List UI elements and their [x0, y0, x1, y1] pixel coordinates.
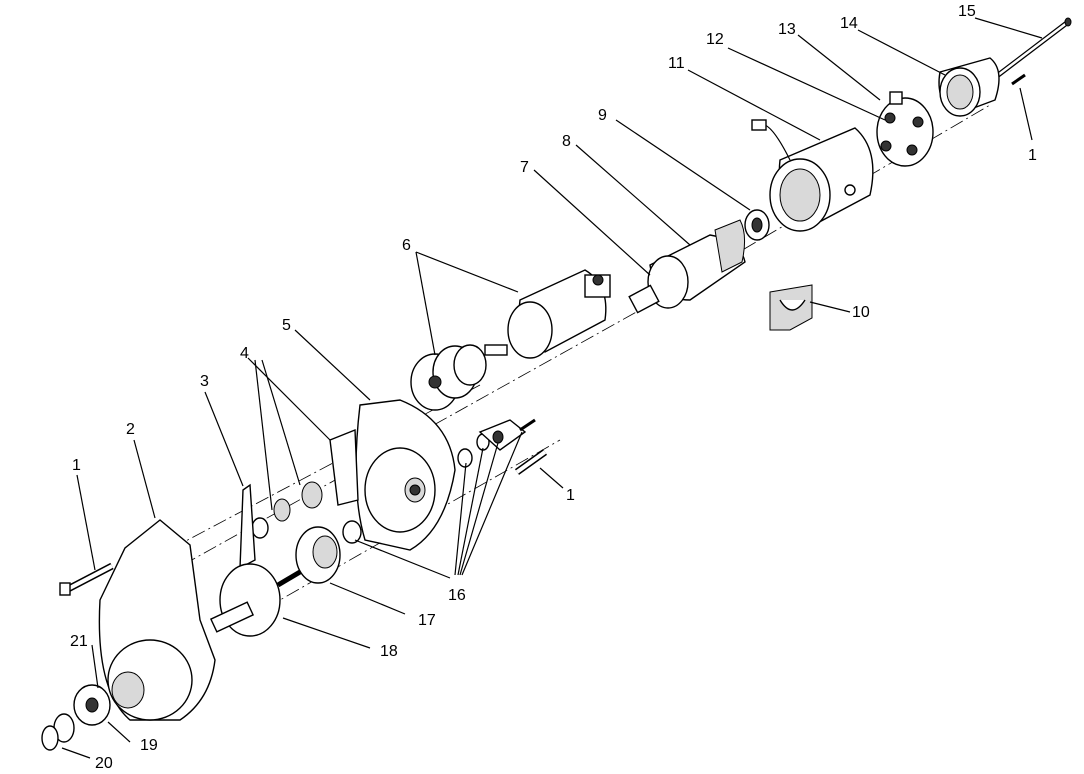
field-frame-part [751, 119, 874, 232]
callout-label: 10 [852, 304, 870, 321]
callout-label: 8 [562, 133, 571, 150]
gear-housing-part [355, 399, 456, 551]
brush-clip-part [769, 284, 813, 331]
callout-label: 12 [706, 31, 724, 48]
clutch-shaft-part [209, 563, 302, 637]
leader-lines [61, 17, 1043, 759]
callout-label: 3 [200, 373, 209, 390]
callout-label: 14 [840, 15, 858, 32]
callout-label: 13 [778, 21, 796, 38]
small-screw-part [1011, 73, 1026, 86]
callout-label: 15 [958, 3, 976, 20]
spacer-discs-part [410, 344, 487, 411]
callout-label: 6 [402, 237, 411, 254]
shift-lever-part [239, 483, 256, 570]
bolt-right-part [514, 449, 548, 475]
callout-label: 1 [72, 457, 81, 474]
callout-label: 2 [126, 421, 135, 438]
callout-label: 21 [70, 633, 88, 650]
bearing-part [744, 209, 770, 241]
end-cap-part [938, 57, 1000, 117]
drive-housing-part [98, 519, 216, 721]
solenoid-part [484, 269, 611, 359]
callout-labels: 15 14 13 12 11 1 9 8 7 6 10 5 4 3 2 1 1 … [70, 3, 1037, 772]
washers-part [342, 418, 536, 544]
callout-label: 5 [282, 317, 291, 334]
reduction-gear-part [295, 526, 341, 584]
callout-label: 18 [380, 643, 398, 660]
bolt-left-part [59, 562, 114, 596]
callout-label: 1 [1028, 147, 1037, 164]
brush-holder-part [876, 91, 934, 167]
callout-label: 7 [520, 159, 529, 176]
callout-label: 1 [566, 487, 575, 504]
pinion-gear-part [73, 684, 111, 726]
callout-label: 9 [598, 107, 607, 124]
spring-retainer-part [251, 428, 359, 539]
callout-label: 20 [95, 755, 113, 772]
armature-part [628, 219, 746, 314]
callout-label: 4 [240, 345, 249, 362]
callout-label: 17 [418, 612, 436, 629]
callout-label: 11 [668, 55, 685, 72]
snap-rings-part [41, 713, 75, 751]
callout-label: 19 [140, 737, 158, 754]
callout-label: 16 [448, 587, 466, 604]
